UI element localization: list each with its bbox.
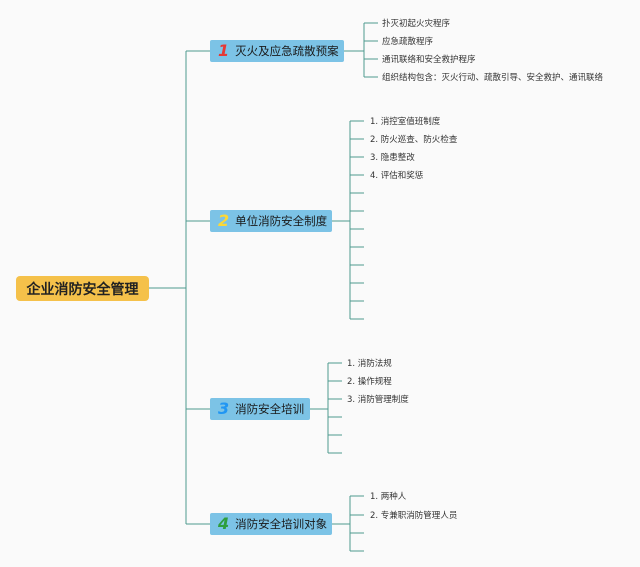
leaf-item: 通讯联络和安全救护程序 (382, 55, 476, 65)
branch-number: 4 (218, 514, 230, 533)
branch-number: 3 (218, 399, 230, 418)
leaf-item: 应急疏散程序 (382, 37, 434, 47)
branch-label: 单位消防安全制度 (235, 214, 328, 228)
branch-label: 灭火及应急疏散预案 (235, 44, 339, 58)
leaf-item: 4. 评估和奖惩 (370, 171, 424, 181)
branch-node-training-targets: 4 消防安全培训对象 (210, 513, 332, 535)
branch-node-safety-rules: 2 单位消防安全制度 (210, 210, 332, 232)
branch-number: 1 (218, 41, 230, 60)
branch-label: 消防安全培训对象 (235, 517, 328, 531)
leaf-item: 1. 消控室值班制度 (370, 117, 441, 127)
root-node: 企业消防安全管理 (16, 276, 149, 301)
branch-number: 2 (218, 211, 230, 230)
branch-node-training: 3 消防安全培训 (210, 398, 310, 420)
leaf-item: 3. 隐患整改 (370, 153, 415, 163)
leaf-item: 组织结构包含：灭火行动、疏散引导、安全救护、通讯联络 (382, 73, 604, 83)
branch-node-emergency-plan: 1 灭火及应急疏散预案 (210, 40, 344, 62)
branch-label: 消防安全培训 (235, 402, 305, 416)
leaf-item: 1. 消防法规 (347, 359, 392, 369)
leaf-item: 2. 防火巡查、防火检查 (370, 135, 458, 145)
leaf-item: 3. 消防管理制度 (347, 395, 409, 405)
leaf-item: 2. 操作规程 (347, 377, 392, 387)
leaf-item: 2. 专兼职消防管理人员 (370, 511, 458, 521)
leaf-item: 扑灭初起火灾程序 (382, 19, 451, 29)
leaf-item: 1. 两种人 (370, 492, 407, 502)
